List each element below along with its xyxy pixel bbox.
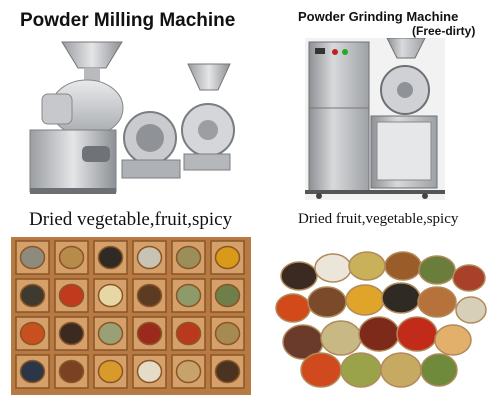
spice-sacks-photo [275,246,488,394]
right-title: Powder Grinding Machine [298,9,459,24]
right-caption: Dried fruit,vegetable,spicy [298,211,459,227]
left-caption: Dried vegetable,fruit,spicy [29,209,233,230]
left-title: Powder Milling Machine [20,10,236,31]
right-subtitle: (Free-dirty) [412,24,476,38]
spice-tray-photo [11,237,251,395]
grinding-machine-photo [305,38,445,200]
milling-machine-photo [22,38,242,198]
